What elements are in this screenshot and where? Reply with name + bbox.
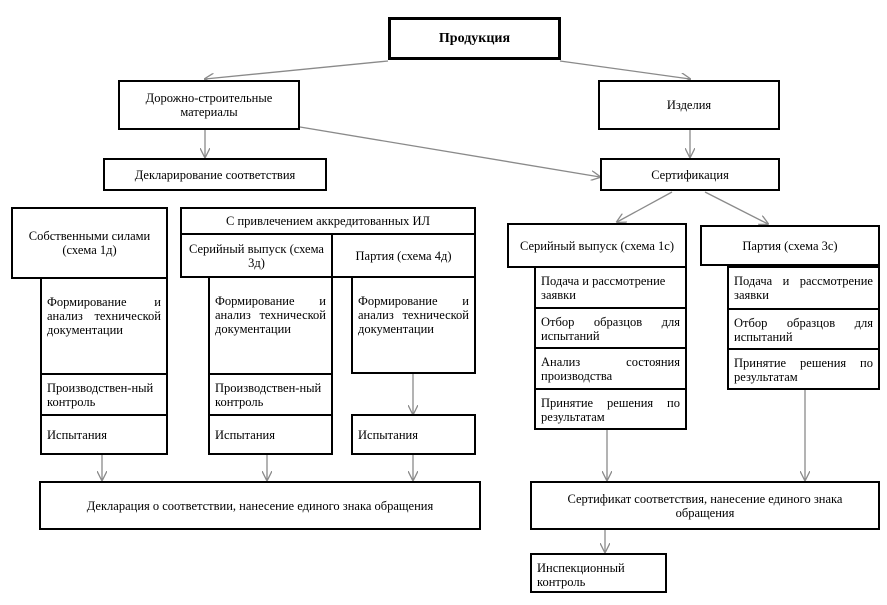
col2-production-control: Производствен-ный контроль: [208, 373, 333, 416]
certification-node: Сертификация: [600, 158, 780, 191]
col4-decision: Принятие решения по результатам: [534, 388, 687, 430]
col4-production-analysis: Анализ состояния производства: [534, 347, 687, 390]
col2-tests: Испытания: [208, 414, 333, 455]
serial-1c-node: Серийный выпуск (схема 1с): [507, 223, 687, 268]
col2-docs: Формирование и анализ технической докуме…: [208, 276, 333, 375]
col1-production-control: Производствен-ный контроль: [40, 373, 168, 416]
arrow-root-to-materials: [205, 60, 389, 79]
col4-sampling: Отбор образцов для испытаний: [534, 307, 687, 349]
inspection-node: Инспекционный контроль: [530, 553, 667, 593]
batch-3c-node: Партия (схема 3с): [700, 225, 880, 266]
col1-docs: Формирование и анализ технической докуме…: [40, 277, 168, 375]
serial-3d-node: Серийный выпуск (схема 3д): [180, 233, 333, 278]
col3-tests: Испытания: [351, 414, 476, 455]
root-node: Продукция: [388, 17, 561, 60]
col5-decision: Принятие решения по результатам: [727, 348, 880, 390]
arrow-certification-to-batch: [704, 191, 768, 224]
declaration-result-node: Декларация о соответствии, нанесение еди…: [39, 481, 481, 530]
accredited-lab-node: С привлечением аккредитованных ИЛ: [180, 207, 476, 235]
products-node: Изделия: [598, 80, 780, 130]
certificate-result-node: Сертификат соответствия, нанесение едино…: [530, 481, 880, 530]
road-materials-node: Дорожно-строительные материалы: [118, 80, 300, 130]
col4-application: Подача и рассмотрение заявки: [534, 266, 687, 309]
col3-docs: Формирование и анализ технической докуме…: [351, 276, 476, 374]
col5-application: Подача и рассмотрение заявки: [727, 266, 880, 310]
arrow-certification-to-serial: [617, 191, 673, 222]
own-forces-node: Собственными силами (схема 1д): [11, 207, 168, 279]
batch-4d-node: Партия (схема 4д): [331, 233, 476, 278]
arrow-materials-to-certification: [299, 126, 600, 177]
col5-sampling: Отбор образцов для испытаний: [727, 308, 880, 350]
col1-tests: Испытания: [40, 414, 168, 455]
arrow-root-to-products: [559, 60, 690, 79]
declaration-node: Декларирование соответствия: [103, 158, 327, 191]
